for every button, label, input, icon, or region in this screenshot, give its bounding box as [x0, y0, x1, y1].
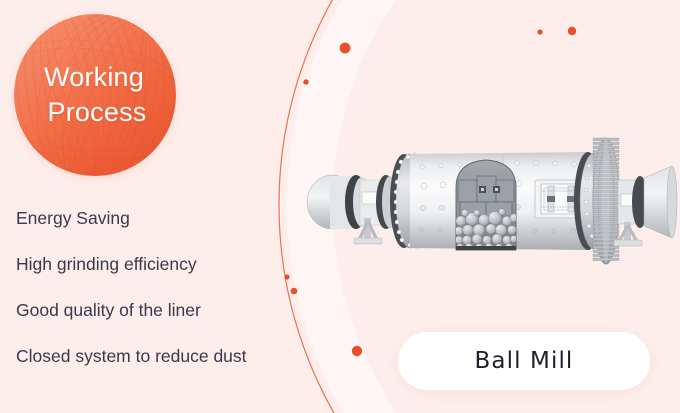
feed-cone-assembly [306, 174, 398, 245]
gear-ring [574, 137, 620, 265]
drum-body [410, 152, 590, 251]
arc-dot-7 [351, 345, 363, 357]
badge-line-1: Working [44, 62, 144, 93]
working-process-badge: Working Process [14, 14, 176, 176]
feature-list: Energy Saving High grinding efficiency G… [16, 196, 336, 380]
arc-dot-5 [284, 274, 290, 280]
arc-dot-3 [303, 79, 309, 85]
arc-dot-1 [537, 29, 543, 35]
arc-dot-4 [339, 42, 351, 54]
discharge-assembly [613, 165, 678, 247]
badge-line-2: Process [47, 97, 147, 127]
feature-item: Energy Saving [16, 208, 130, 229]
ball-mill-caption: Ball Mill [398, 332, 650, 390]
badge-text: Working Process [14, 14, 176, 176]
arc-dot-6 [290, 287, 298, 295]
decorative-arc-line [278, 0, 335, 413]
badge-line-texture [14, 14, 176, 176]
inspection-hatch [534, 179, 588, 219]
arc-dot-2 [567, 26, 577, 36]
feature-item: Closed system to reduce dust [16, 346, 247, 367]
feature-item: High grinding efficiency [16, 254, 197, 275]
ball-mill-caption-label: Ball Mill [474, 348, 574, 374]
ball-mill-machine [306, 137, 678, 265]
cutaway-section [455, 159, 517, 251]
feature-item: Good quality of the liner [16, 300, 201, 321]
